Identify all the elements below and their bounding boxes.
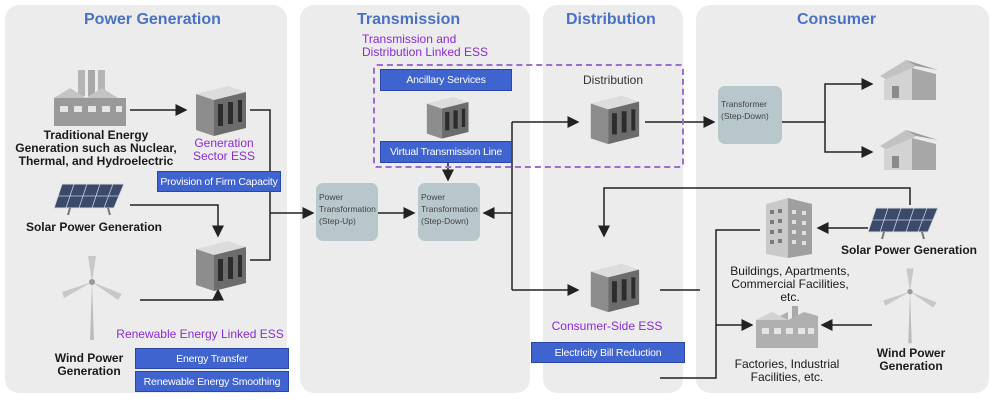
panel-power-generation — [5, 5, 287, 393]
firm-capacity-box: Provision of Firm Capacity — [157, 171, 281, 192]
panel-title-consumer: Consumer — [797, 11, 877, 28]
consumer-solar-panel-icon — [867, 207, 939, 240]
renewable-ess-label: Renewable Energy Linked ESS — [116, 327, 284, 341]
consumer-ess-label: Consumer-Side ESS — [551, 319, 663, 333]
solar-generation-label: Solar Power Generation — [25, 220, 163, 234]
bill-reduction-box: Electricity Bill Reduction — [531, 342, 685, 363]
step-up-transformation-node: Power Transformation (Step-Up) — [316, 183, 378, 241]
consumer-solar-label: Solar Power Generation — [840, 243, 978, 257]
generation-ess-icon — [196, 86, 246, 136]
solar-panel-icon — [53, 183, 125, 216]
building-icon — [766, 198, 812, 258]
renewable-ess-icon — [196, 241, 246, 291]
traditional-energy-label: Traditional Energy Generation such as Nu… — [15, 128, 177, 168]
factories-label: Factories, Industrial Facilities, etc. — [734, 357, 840, 384]
panel-title-distribution: Distribution — [566, 11, 656, 28]
consumer-wind-label: Wind Power Generation — [876, 346, 946, 373]
house-icon-2 — [880, 130, 938, 170]
panel-distribution — [543, 5, 683, 393]
generation-ess-label: Generation Sector ESS — [192, 136, 256, 163]
wind-turbine-icon — [62, 256, 122, 340]
factory-icon — [756, 306, 818, 348]
panel-title-transmission: Transmission — [357, 11, 461, 28]
panel-title-power-generation: Power Generation — [84, 11, 221, 28]
step-down-transformation-node: Power Transformation (Step-Down) — [418, 183, 480, 241]
consumer-ess-icon — [590, 263, 640, 313]
renewable-smoothing-box: Renewable Energy Smoothing — [135, 371, 289, 392]
linked-ess-label: Transmission and Distribution Linked ESS — [362, 32, 489, 59]
virtual-transmission-line-box: Virtual Transmission Line — [380, 141, 512, 163]
consumer-transformer-node: Transformer (Step-Down) — [718, 86, 782, 144]
consumer-wind-turbine-icon — [883, 268, 937, 344]
wind-generation-label: Wind Power Generation — [54, 351, 124, 378]
distribution-label: Distribution — [582, 73, 644, 87]
buildings-label: Buildings, Apartments, Commercial Facili… — [730, 264, 850, 304]
distribution-ess-icon — [590, 95, 640, 145]
power-plant-icon — [54, 70, 126, 126]
linked-ess-group-outline — [373, 64, 684, 168]
transmission-ess-icon — [426, 97, 469, 139]
house-icon — [880, 60, 938, 100]
energy-transfer-box: Energy Transfer — [135, 348, 289, 369]
ancillary-services-box: Ancillary Services — [380, 69, 512, 91]
